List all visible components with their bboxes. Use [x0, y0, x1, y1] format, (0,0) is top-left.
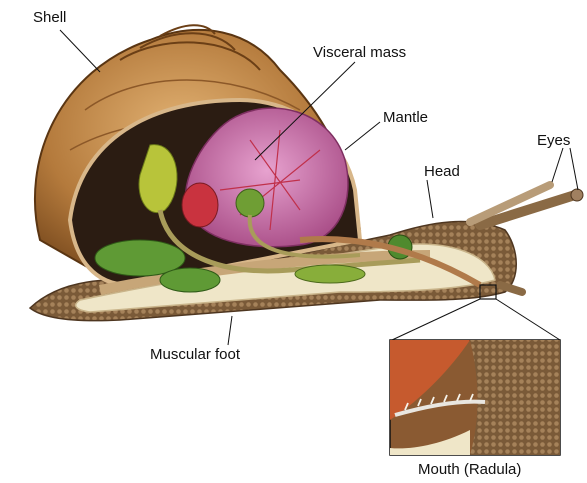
mouth-inset	[390, 285, 560, 455]
label-eyes: Eyes	[537, 133, 570, 148]
label-head: Head	[424, 164, 460, 179]
label-mouth-radula: Mouth (Radula)	[418, 462, 521, 477]
label-visceral-mass: Visceral mass	[313, 45, 406, 60]
label-shell: Shell	[33, 10, 66, 25]
label-muscular-foot: Muscular foot	[150, 347, 240, 362]
label-mantle: Mantle	[383, 110, 428, 125]
